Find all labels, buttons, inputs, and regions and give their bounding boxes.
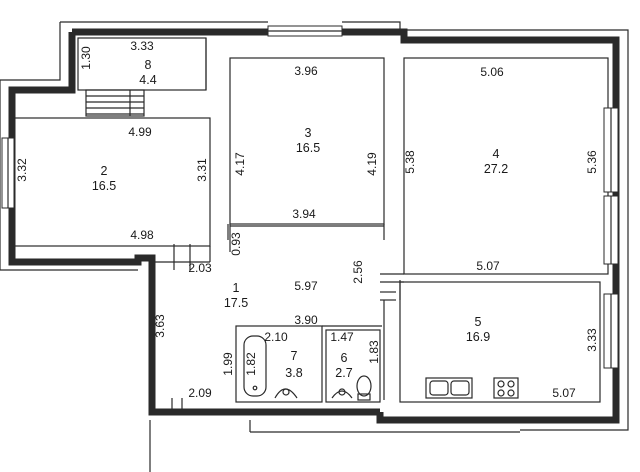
room-3-number: 3	[305, 126, 312, 140]
room-1-area: 17.5	[224, 296, 248, 310]
dim-7-width: 2.10	[264, 330, 288, 344]
dim-4-left: 5.38	[403, 150, 417, 174]
dim-8-width: 3.33	[130, 39, 154, 53]
interior-walls	[13, 37, 609, 412]
dimension-labels: 3.33 1.30 4.99 3.32 3.31 4.98 3.96 4.17 …	[15, 39, 599, 400]
room-4-number: 4	[493, 147, 500, 161]
dim-1-left: 3.63	[153, 314, 167, 338]
dim-3-right: 4.19	[365, 152, 379, 176]
windows	[1, 25, 619, 369]
dim-3-left: 4.17	[233, 152, 247, 176]
dim-5-right: 3.33	[585, 328, 599, 352]
washbasin-icon	[274, 388, 298, 399]
balcony-steps	[85, 89, 145, 117]
dim-1-height: 2.56	[351, 260, 365, 284]
dim-5-bottom: 5.07	[552, 386, 576, 400]
room-labels: 8 4.4 2 16.5 3 16.5 4 27.2 1 17.5 7 3.8 …	[92, 58, 508, 380]
dim-4-bottom: 5.07	[476, 259, 500, 273]
dim-1-door-gap: 0.93	[229, 232, 243, 256]
room-8-number: 8	[145, 58, 152, 72]
room-2-area: 16.5	[92, 179, 116, 193]
stove-icon	[493, 377, 519, 399]
room-5-area: 16.9	[466, 330, 490, 344]
dim-1-lower: 2.03	[188, 261, 212, 275]
room-1-number: 1	[233, 281, 240, 295]
room-2-number: 2	[101, 164, 108, 178]
exterior-walls	[0, 21, 629, 472]
dim-7-tub: 1.82	[244, 352, 258, 376]
toilet-icon	[331, 388, 353, 399]
dim-4-right: 5.36	[585, 150, 599, 174]
bathtub-icon	[243, 335, 267, 397]
dim-4-top: 5.06	[480, 65, 504, 79]
dim-3-top: 3.96	[294, 64, 318, 78]
dim-1-bottom: 2.09	[188, 386, 212, 400]
dim-1-bath-block: 3.90	[294, 313, 318, 327]
kitchen-sink-icon	[425, 377, 473, 399]
room-7-number: 7	[291, 349, 298, 363]
dim-2-right: 3.31	[195, 158, 209, 182]
room-8-area: 4.4	[139, 73, 156, 87]
dim-8-bottom: 4.99	[128, 125, 152, 139]
room-3-area: 16.5	[296, 141, 320, 155]
dim-6-height: 1.83	[367, 340, 381, 364]
dim-3-bottom: 3.94	[292, 207, 316, 221]
dim-1-width: 5.97	[294, 279, 318, 293]
room-6-number: 6	[341, 351, 348, 365]
room-7-area: 3.8	[285, 366, 302, 380]
toilet-bowl-icon	[356, 375, 372, 401]
dim-6-width: 1.47	[330, 330, 354, 344]
dim-8-height: 1.30	[79, 46, 93, 70]
dim-2-bottom: 4.98	[130, 228, 154, 242]
room-5-number: 5	[475, 315, 482, 329]
room-4-area: 27.2	[484, 162, 508, 176]
room-6-area: 2.7	[335, 366, 352, 380]
dim-2-left: 3.32	[15, 158, 29, 182]
dim-7-height: 1.99	[221, 352, 235, 376]
